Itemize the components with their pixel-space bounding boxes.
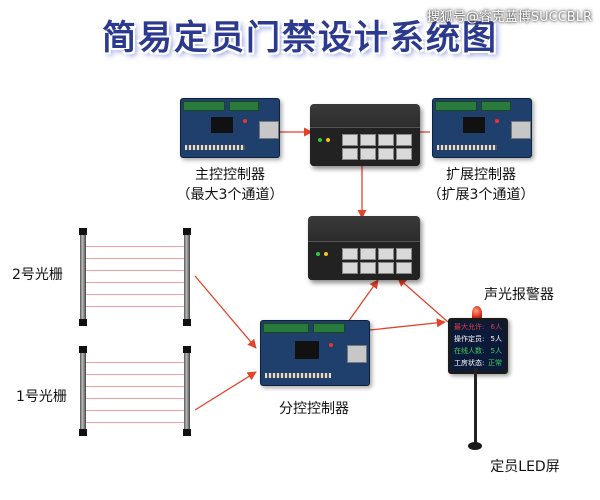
led-row-key: 工房状态: xyxy=(454,359,485,367)
screen-pole xyxy=(474,368,477,444)
curtain2-beam xyxy=(86,270,184,271)
curtain1-receiver xyxy=(183,346,191,436)
led-row: 在线人数: 5人 xyxy=(451,345,505,357)
curtain2-beam xyxy=(86,294,184,295)
led-screen: 最大允许: 6人 操作定员: 5人 在线人数: 5人 工房状态: 正常 xyxy=(448,318,508,374)
watermark: 搜狐号@睿克蓝博SUCCBLR xyxy=(426,10,592,25)
alarm-label: 声光报警器 xyxy=(484,287,554,303)
led-row-value: 正常 xyxy=(488,359,502,367)
curtain1-beam xyxy=(86,374,184,375)
arrow-screen-to-switch xyxy=(397,277,449,323)
arrow-curtain1-to-sub xyxy=(194,371,257,411)
curtain2-beam xyxy=(86,246,184,247)
led-row-key: 在线人数: xyxy=(454,347,485,355)
led-row-value: 5人 xyxy=(490,335,502,343)
led-row-key: 最大允许: xyxy=(454,323,485,331)
curtain1-emitter xyxy=(79,346,87,436)
ext-controller-sublabel: （扩展3个通道） xyxy=(427,187,535,203)
curtain2-receiver xyxy=(183,228,191,326)
curtain2-label: 2号光栅 xyxy=(12,267,63,283)
sub-controller-label: 分控控制器 xyxy=(279,401,349,417)
curtain2-emitter xyxy=(79,228,87,326)
main-controller-sublabel: （最大3个通道） xyxy=(176,187,284,203)
arrow-curtain2-to-sub xyxy=(194,275,257,349)
curtain1-beam xyxy=(86,362,184,363)
led-row: 工房状态: 正常 xyxy=(451,357,505,369)
led-row-value: 6人 xyxy=(490,323,502,331)
diagram-title: 简易定员门禁设计系统图 xyxy=(102,18,498,58)
led-row: 操作定员: 5人 xyxy=(451,333,505,345)
curtain1-label: 1号光栅 xyxy=(16,389,67,405)
led-row-key: 操作定员: xyxy=(454,335,485,343)
curtain1-beam xyxy=(86,422,184,423)
curtain2-beam xyxy=(86,306,184,307)
led-row: 最大允许: 6人 xyxy=(451,321,505,333)
arrow-sub-to-screen xyxy=(369,318,446,331)
curtain2-beam xyxy=(86,282,184,283)
led-row-value: 5人 xyxy=(490,347,502,355)
alarm-lamp-icon xyxy=(472,306,482,320)
main-controller-board xyxy=(180,98,280,158)
led-screen-label: 定员LED屏 xyxy=(490,459,560,475)
ext-controller-board xyxy=(432,98,532,158)
curtain1-beam xyxy=(86,386,184,387)
network-switch-top xyxy=(310,104,420,166)
curtain2-beam xyxy=(86,258,184,259)
curtain1-beam xyxy=(86,410,184,411)
curtain1-beam xyxy=(86,398,184,399)
main-controller-label: 主控控制器 xyxy=(195,167,265,183)
screen-base xyxy=(468,442,482,450)
sub-controller-board xyxy=(260,320,370,386)
network-switch-middle xyxy=(308,216,420,280)
arrow-sub-to-switch xyxy=(347,279,379,323)
ext-controller-label: 扩展控制器 xyxy=(446,167,516,183)
